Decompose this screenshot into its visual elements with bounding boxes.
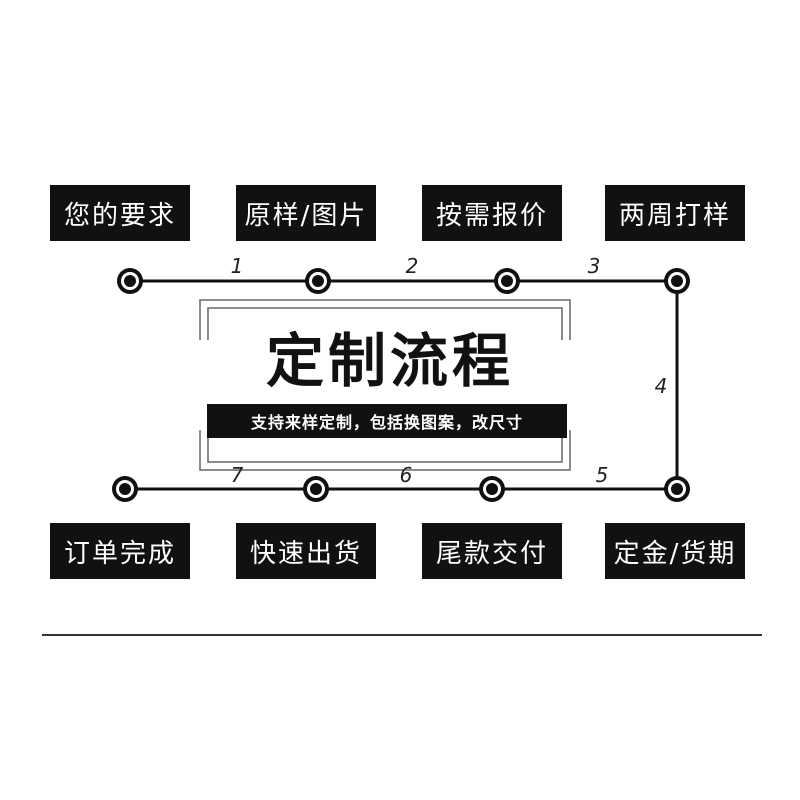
step-number-5: 5 bbox=[596, 463, 609, 487]
step-number-4: 4 bbox=[655, 374, 668, 398]
step-box-quote: 按需报价 bbox=[422, 185, 562, 241]
node bbox=[494, 268, 520, 294]
step-label: 尾款交付 bbox=[435, 538, 548, 569]
step-number-6: 6 bbox=[400, 463, 413, 487]
node bbox=[664, 476, 690, 502]
step-box-requirements: 您的要求 bbox=[50, 185, 190, 241]
diagram-subtitle: 支持来样定制，包括换图案，改尺寸 bbox=[207, 404, 567, 438]
title-frame-bottom-outer bbox=[199, 430, 571, 471]
step-number-1: 1 bbox=[231, 254, 244, 278]
step-label: 原样/图片 bbox=[244, 200, 368, 231]
step-box-sample-image: 原样/图片 bbox=[236, 185, 376, 241]
step-box-fast-shipping: 快速出货 bbox=[236, 523, 376, 579]
title-frame-top-outer bbox=[199, 299, 571, 340]
step-box-order-complete: 订单完成 bbox=[50, 523, 190, 579]
title-frame-bottom-inner bbox=[207, 430, 563, 463]
diagram-title: 定制流程 bbox=[265, 327, 514, 395]
connector-lines bbox=[125, 279, 679, 491]
step-label: 按需报价 bbox=[435, 200, 548, 231]
step-label: 订单完成 bbox=[63, 538, 176, 569]
title-frame bbox=[199, 299, 571, 471]
node bbox=[303, 476, 329, 502]
node bbox=[305, 268, 331, 294]
step-box-deposit-delivery: 定金/货期 bbox=[605, 523, 745, 579]
node bbox=[112, 476, 138, 502]
step-number-2: 2 bbox=[406, 254, 419, 278]
bottom-divider bbox=[42, 634, 762, 636]
step-number-3: 3 bbox=[588, 254, 601, 278]
title-frame-top-inner bbox=[207, 307, 563, 340]
node bbox=[479, 476, 505, 502]
step-label: 快速出货 bbox=[249, 538, 362, 569]
node bbox=[117, 268, 143, 294]
step-box-sampling: 两周打样 bbox=[605, 185, 745, 241]
node bbox=[664, 268, 690, 294]
step-number-7: 7 bbox=[231, 463, 244, 487]
step-label: 定金/货期 bbox=[613, 538, 737, 569]
step-label: 您的要求 bbox=[63, 200, 176, 231]
step-box-final-payment: 尾款交付 bbox=[422, 523, 562, 579]
step-label: 两周打样 bbox=[618, 200, 731, 231]
subtitle-text: 支持来样定制，包括换图案，改尺寸 bbox=[250, 413, 523, 432]
